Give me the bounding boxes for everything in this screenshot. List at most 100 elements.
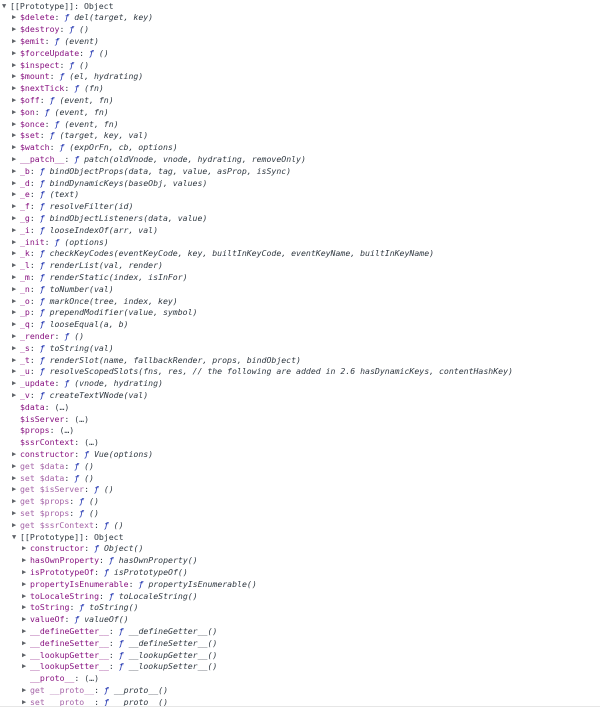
expand-right-icon[interactable]: ▶ <box>12 95 17 104</box>
expand-right-icon[interactable]: ▶ <box>22 615 27 624</box>
property-content: get $props: ƒ () <box>20 496 99 507</box>
property-key: _p <box>20 307 30 318</box>
expand-right-icon[interactable]: ▶ <box>12 202 17 211</box>
property-content: _g: ƒ bindObjectListeners(data, value) <box>20 212 208 223</box>
property-key: __lookupSetter__ <box>30 661 109 672</box>
property-key: _i <box>20 224 30 235</box>
expand-right-icon[interactable]: ▶ <box>12 485 17 494</box>
function-signature: bindObjectProps(data, tag, value, asProp… <box>49 165 292 176</box>
expand-right-icon[interactable]: ▶ <box>12 84 17 93</box>
expand-right-icon[interactable]: ▶ <box>12 36 17 45</box>
expand-right-icon[interactable]: ▶ <box>22 556 27 565</box>
expand-right-icon[interactable]: ▶ <box>12 261 17 270</box>
expand-down-icon[interactable]: ▼ <box>2 1 7 10</box>
expand-right-icon[interactable]: ▶ <box>22 567 27 576</box>
function-signature: bindDynamicKeys(baseObj, values) <box>49 177 208 188</box>
property-key: __proto__ <box>30 673 75 684</box>
expand-right-icon[interactable]: ▶ <box>22 544 27 553</box>
function-icon: ƒ <box>94 543 104 554</box>
property-key: _t <box>20 354 30 365</box>
expand-down-icon[interactable]: ▼ <box>12 532 17 541</box>
expand-right-icon[interactable]: ▶ <box>22 662 27 671</box>
expand-right-icon[interactable]: ▶ <box>22 697 27 706</box>
function-signature: looseIndexOf(arr, val) <box>49 224 159 235</box>
property-key: $destroy <box>20 24 60 35</box>
expand-right-icon[interactable]: ▶ <box>12 272 17 281</box>
property-content: get __proto__: ƒ __proto__() <box>30 684 169 695</box>
property-key: isPrototypeOf <box>30 566 95 577</box>
accessor-value[interactable]: (…) <box>84 673 100 684</box>
expand-right-icon[interactable]: ▶ <box>12 461 17 470</box>
property-content: $nextTick: ƒ (fn) <box>20 83 104 94</box>
expand-right-icon[interactable]: ▶ <box>12 508 17 517</box>
property-content: get $data: ƒ () <box>20 460 94 471</box>
expand-right-icon[interactable]: ▶ <box>12 367 17 376</box>
accessor-value[interactable]: (…) <box>59 425 75 436</box>
expand-right-icon[interactable]: ▶ <box>22 685 27 694</box>
property-key: $off <box>20 94 40 105</box>
function-signature: looseEqual(a, b) <box>49 319 129 330</box>
expand-right-icon[interactable]: ▶ <box>22 603 27 612</box>
function-icon: ƒ <box>84 448 94 459</box>
expand-right-icon[interactable]: ▶ <box>12 13 17 22</box>
expand-right-icon[interactable]: ▶ <box>12 343 17 352</box>
expand-right-icon[interactable]: ▶ <box>12 320 17 329</box>
expand-right-icon[interactable]: ▶ <box>12 473 17 482</box>
expand-right-icon[interactable]: ▶ <box>12 119 17 128</box>
expand-right-icon[interactable]: ▶ <box>12 390 17 399</box>
expand-right-icon[interactable]: ▶ <box>12 355 17 364</box>
property-content: get $isServer: ƒ () <box>20 484 114 495</box>
expand-right-icon[interactable]: ▶ <box>22 626 27 635</box>
property-content: $ssrContext: (…) <box>20 437 99 448</box>
expand-right-icon[interactable]: ▶ <box>12 25 17 34</box>
expand-right-icon[interactable]: ▶ <box>12 213 17 222</box>
expand-right-icon[interactable]: ▶ <box>12 72 17 81</box>
property-key: $isServer <box>20 413 65 424</box>
accessor-value[interactable]: (…) <box>74 413 90 424</box>
expand-right-icon[interactable]: ▶ <box>12 107 17 116</box>
expand-right-icon[interactable]: ▶ <box>12 143 17 152</box>
expand-right-icon[interactable]: ▶ <box>12 449 17 458</box>
expand-right-icon[interactable]: ▶ <box>22 591 27 600</box>
function-icon: ƒ <box>39 189 50 200</box>
expand-right-icon[interactable]: ▶ <box>12 178 17 187</box>
expand-right-icon[interactable]: ▶ <box>12 48 17 57</box>
property-key: set __proto__ <box>30 696 95 707</box>
function-icon: ƒ <box>118 661 129 672</box>
expand-right-icon[interactable]: ▶ <box>12 284 17 293</box>
expand-right-icon[interactable]: ▶ <box>12 296 17 305</box>
expand-right-icon[interactable]: ▶ <box>12 497 17 506</box>
expand-right-icon[interactable]: ▶ <box>12 331 17 340</box>
expand-right-icon[interactable]: ▶ <box>12 166 17 175</box>
expand-right-icon[interactable]: ▶ <box>12 154 17 163</box>
property-content: _n: ƒ toNumber(val) <box>20 283 114 294</box>
accessor-value[interactable]: (…) <box>54 401 70 412</box>
property-content: $isServer: (…) <box>20 413 90 424</box>
expand-right-icon[interactable]: ▶ <box>12 249 17 258</box>
function-signature: (expOrFn, cb, options) <box>69 142 178 153</box>
property-content: hasOwnProperty: ƒ hasOwnProperty() <box>30 555 198 566</box>
expand-right-icon[interactable]: ▶ <box>12 308 17 317</box>
expand-right-icon[interactable]: ▶ <box>12 60 17 69</box>
expand-right-icon[interactable]: ▶ <box>12 190 17 199</box>
accessor-value[interactable]: (…) <box>84 437 99 448</box>
property-content: _s: ƒ toString(val) <box>20 342 114 353</box>
expand-right-icon[interactable]: ▶ <box>12 520 17 529</box>
expand-right-icon[interactable]: ▶ <box>12 131 17 140</box>
property-content: $off: ƒ (event, fn) <box>20 94 114 105</box>
expand-right-icon[interactable]: ▶ <box>22 579 27 588</box>
function-signature: renderList(val, render) <box>49 260 163 271</box>
expand-right-icon[interactable]: ▶ <box>12 237 17 246</box>
property-content: __proto__: (…) <box>30 673 100 684</box>
property-key: _init <box>20 236 45 247</box>
expand-right-icon[interactable]: ▶ <box>22 650 27 659</box>
expand-right-icon[interactable]: ▶ <box>12 225 17 234</box>
property-content: $emit: ƒ (event) <box>20 35 99 46</box>
function-signature: Object() <box>103 543 144 554</box>
property-key: toString <box>30 602 70 613</box>
property-key: __patch__ <box>20 153 65 164</box>
expand-right-icon[interactable]: ▶ <box>12 379 17 388</box>
property-content: $inspect: ƒ () <box>20 59 90 70</box>
function-signature: checkKeyCodes(eventKeyCode, key, builtIn… <box>49 248 435 259</box>
expand-right-icon[interactable]: ▶ <box>22 638 27 647</box>
